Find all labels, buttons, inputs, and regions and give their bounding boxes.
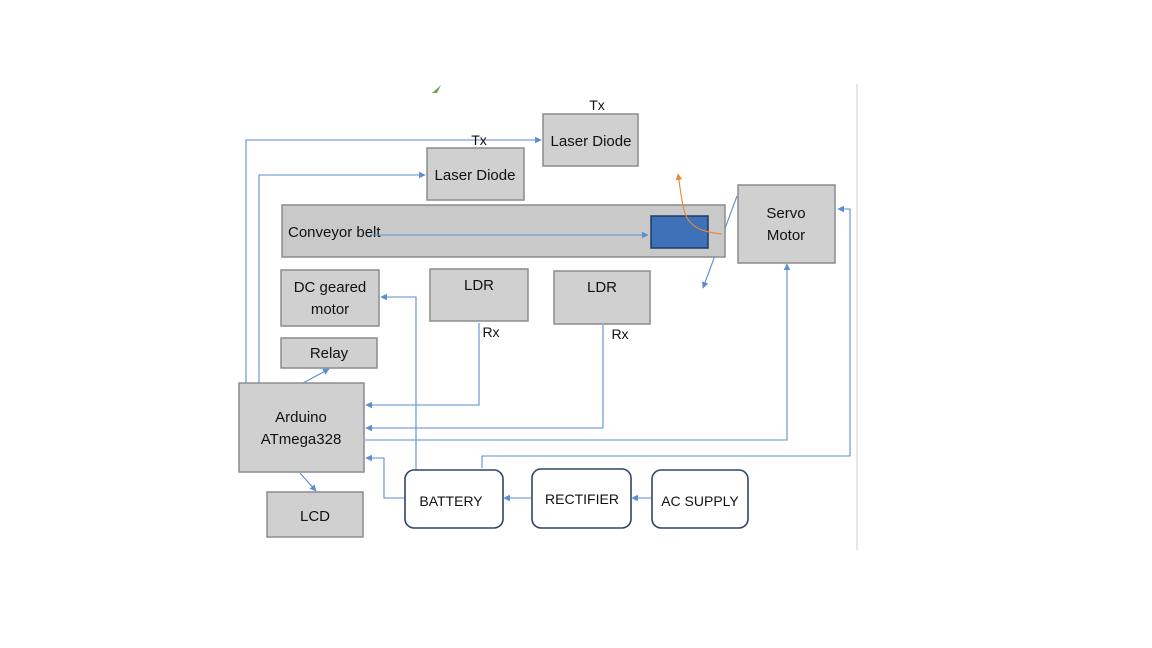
ldr-1-block: LDR Rx xyxy=(429,268,529,340)
arduino-label-line1: Arduino xyxy=(275,409,327,426)
conveyor-object xyxy=(650,215,709,249)
wire-ldr2-to-arduino xyxy=(365,325,604,432)
ldr-2-block: LDR Rx xyxy=(553,270,651,342)
dc-motor-label-line2: motor xyxy=(311,301,349,318)
arduino-block: Arduino ATmega328 xyxy=(238,382,365,473)
wire-battery-to-arduino xyxy=(365,454,405,499)
ldr-2-label: LDR xyxy=(587,279,617,296)
rectifier-block: RECTIFIER xyxy=(531,468,632,529)
battery-block: BATTERY xyxy=(404,469,504,529)
wire-arduino-to-relay xyxy=(302,368,330,384)
wire-battery-to-dc-motor xyxy=(380,293,417,470)
wire-arduino-to-laser-second xyxy=(258,171,426,383)
dc-geared-motor-block: DC geared motor xyxy=(280,269,380,327)
battery-label: BATTERY xyxy=(419,493,483,509)
ac-supply-label: AC SUPPLY xyxy=(661,493,739,509)
ldr-1-label: LDR xyxy=(464,277,494,294)
laser-diode-top-block: Laser Diode Tx xyxy=(542,97,639,167)
relay-block: Relay xyxy=(280,337,378,369)
ac-supply-block: AC SUPPLY xyxy=(651,469,749,529)
laser-diode-top-tx-label: Tx xyxy=(589,97,605,113)
laser-diode-second-block: Laser Diode Tx xyxy=(426,132,525,201)
conveyor-belt-label: Conveyor belt xyxy=(288,224,381,241)
laser-beam-curve xyxy=(675,173,723,235)
relay-label: Relay xyxy=(310,345,349,362)
laser-diode-second-label: Laser Diode xyxy=(435,167,516,184)
dc-motor-label-line1: DC geared xyxy=(294,279,367,296)
laser-diode-second-tx-label: Tx xyxy=(471,132,487,148)
wire-battery-to-servo xyxy=(481,205,851,468)
servo-motor-label-line1: Servo xyxy=(766,205,805,222)
lcd-block: LCD xyxy=(266,491,364,538)
lcd-label: LCD xyxy=(300,508,330,525)
ldr-2-rx-label: Rx xyxy=(611,326,628,342)
ldr-1-rx-label: Rx xyxy=(482,324,499,340)
servo-motor-block: Servo Motor xyxy=(737,184,836,264)
wire-arduino-to-lcd xyxy=(299,472,317,492)
wire-arduino-to-servo xyxy=(365,263,791,441)
wire-ldr1-to-arduino xyxy=(365,323,480,409)
corner-mark xyxy=(432,85,441,93)
arduino-label-line2: ATmega328 xyxy=(261,431,342,448)
wire-arduino-to-laser-top xyxy=(245,136,542,383)
conveyor-belt-block: Conveyor belt xyxy=(281,204,726,258)
rectifier-label: RECTIFIER xyxy=(545,491,619,507)
laser-diode-top-label: Laser Diode xyxy=(551,133,632,150)
servo-motor-label-line2: Motor xyxy=(767,227,805,244)
